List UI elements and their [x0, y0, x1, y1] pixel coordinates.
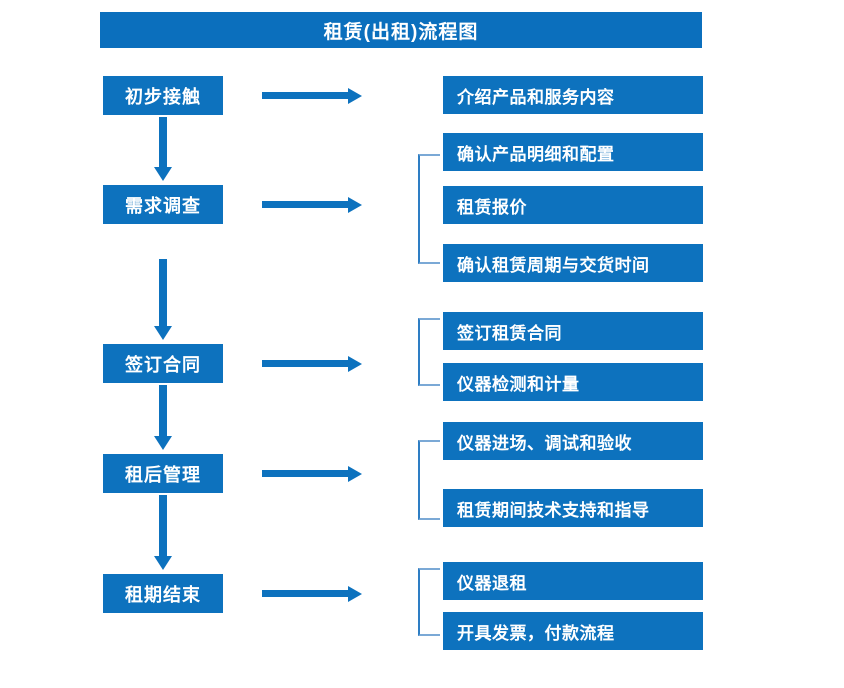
detail-box-10[interactable]: 开具发票，付款流程	[443, 612, 703, 650]
detail-label: 租赁报价	[457, 197, 527, 217]
stage-box-2[interactable]: 需求调查	[103, 185, 223, 224]
right-arrow-4	[262, 464, 364, 484]
right-arrow-2	[262, 195, 364, 215]
detail-box-2[interactable]: 确认产品明细和配置	[443, 133, 703, 171]
right-arrow-1	[262, 86, 364, 106]
detail-label: 确认产品明细和配置	[457, 144, 615, 164]
detail-label: 租赁期间技术支持和指导	[457, 500, 650, 520]
detail-box-3[interactable]: 租赁报价	[443, 186, 703, 224]
stage-label: 租后管理	[125, 464, 201, 485]
page-title: 租赁(出租)流程图	[100, 12, 702, 48]
down-arrow-1	[152, 117, 174, 183]
group-bracket-contract	[418, 318, 440, 386]
detail-box-6[interactable]: 仪器检测和计量	[443, 363, 703, 401]
detail-label: 确认租赁周期与交货时间	[457, 255, 650, 275]
stage-label: 签订合同	[125, 354, 201, 375]
stage-label: 初步接触	[125, 86, 201, 107]
stage-box-5[interactable]: 租期结束	[103, 574, 223, 613]
detail-label: 仪器检测和计量	[457, 374, 580, 394]
group-bracket-management	[418, 440, 440, 520]
down-arrow-4	[152, 495, 174, 572]
stage-label: 需求调查	[125, 195, 201, 216]
detail-box-7[interactable]: 仪器进场、调试和验收	[443, 422, 703, 460]
right-arrow-3	[262, 354, 364, 374]
detail-label: 介绍产品和服务内容	[457, 87, 615, 107]
right-arrow-5	[262, 584, 364, 604]
stage-box-3[interactable]: 签订合同	[103, 344, 223, 383]
detail-box-5[interactable]: 签订租赁合同	[443, 312, 703, 350]
detail-box-4[interactable]: 确认租赁周期与交货时间	[443, 244, 703, 282]
group-bracket-needs	[418, 154, 440, 264]
stage-box-4[interactable]: 租后管理	[103, 454, 223, 493]
stage-box-1[interactable]: 初步接触	[103, 76, 223, 115]
detail-box-1[interactable]: 介绍产品和服务内容	[443, 76, 703, 114]
down-arrow-3	[152, 385, 174, 452]
detail-label: 开具发票，付款流程	[457, 623, 615, 643]
detail-label: 仪器退租	[457, 573, 527, 593]
detail-label: 签订租赁合同	[457, 323, 562, 343]
detail-box-9[interactable]: 仪器退租	[443, 562, 703, 600]
detail-box-8[interactable]: 租赁期间技术支持和指导	[443, 489, 703, 527]
down-arrow-2	[152, 259, 174, 342]
stage-label: 租期结束	[125, 584, 201, 605]
group-bracket-end	[418, 568, 440, 636]
detail-label: 仪器进场、调试和验收	[457, 433, 632, 453]
